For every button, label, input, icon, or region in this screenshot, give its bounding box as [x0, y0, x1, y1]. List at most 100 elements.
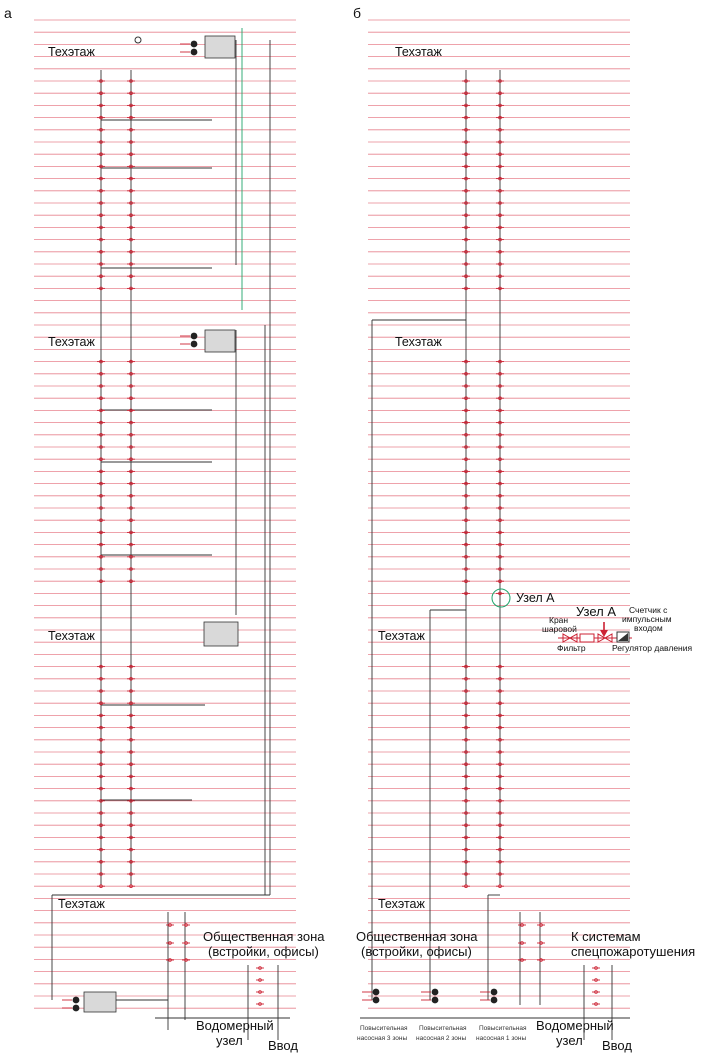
pump-label-2-line2: насосная 2 зоны [416, 1035, 466, 1042]
fitting-mark [99, 798, 103, 803]
fitting-mark [464, 676, 468, 681]
fitting-mark [99, 872, 103, 876]
fitting-mark [99, 762, 103, 766]
fitting-mark [594, 990, 598, 994]
meter-label-b2: узел [556, 1033, 583, 1048]
fitting-mark [539, 958, 543, 962]
pump-symbol [431, 988, 439, 996]
fitting-mark [464, 408, 468, 413]
fitting-mark [168, 941, 172, 945]
fitting-mark [129, 103, 133, 108]
fitting-mark [99, 128, 103, 132]
meter-label-a2: узел [216, 1033, 243, 1048]
pump-symbol [372, 988, 380, 996]
fitting-mark [464, 713, 468, 718]
fitting-mark [99, 408, 103, 413]
fitting-mark [129, 750, 133, 754]
pump-label-3-line1: Повысительная [360, 1025, 408, 1032]
fitting-mark [498, 750, 502, 754]
techfloor-label-b3: Техэтаж [378, 629, 426, 643]
fitting-mark [99, 457, 103, 462]
fitting-mark [129, 213, 133, 218]
public-zone-label-a2: (встройки, офисы) [208, 944, 319, 959]
pump-symbol [190, 48, 198, 56]
fitting-mark [464, 262, 468, 266]
pump-station-a4 [62, 996, 80, 1012]
fitting-mark [129, 676, 133, 681]
meter-detail-label-2: импульсным [622, 614, 672, 624]
fitting-mark [129, 823, 133, 827]
tank-a3 [203, 621, 239, 647]
expansion-vessel [134, 36, 142, 44]
fitting-mark [99, 152, 103, 157]
fitting-mark [258, 1002, 262, 1006]
fitting-mark [129, 286, 133, 291]
fitting-mark [464, 152, 468, 157]
regulator-symbol [597, 633, 607, 643]
fitting-mark [464, 225, 468, 230]
fitting-mark [464, 237, 468, 242]
fitting-mark [99, 140, 103, 144]
fire-label-b1: К системам [571, 929, 641, 944]
fitting-mark [129, 469, 133, 474]
fitting-mark [520, 923, 524, 927]
fitting-mark [129, 262, 133, 266]
fitting-mark [464, 811, 468, 815]
fitting-mark [129, 79, 133, 83]
fitting-mark [99, 725, 103, 730]
node-a-detail: Узел А Кран шаровой Счетчик с импульсным… [542, 604, 692, 653]
panel-b-letter: б [353, 5, 361, 21]
techfloor-label-a4: Техэтаж [58, 897, 106, 911]
fitting-mark [99, 237, 103, 242]
fitting-mark [464, 493, 468, 498]
fitting-mark [129, 164, 133, 169]
fitting-mark [464, 115, 468, 120]
techfloor-label-a2: Техэтаж [48, 335, 96, 349]
fitting-mark [99, 518, 103, 522]
fitting-mark [498, 847, 502, 852]
fitting-mark [464, 664, 468, 669]
fitting-mark [498, 432, 502, 437]
fitting-mark [464, 140, 468, 144]
fitting-mark [464, 274, 468, 279]
fitting-mark [464, 506, 468, 510]
fitting-mark [498, 506, 502, 510]
fitting-mark [464, 542, 468, 547]
fitting-mark [498, 91, 502, 95]
pump-symbol [372, 996, 380, 1004]
pump-symbol [490, 996, 498, 1004]
detail-arrow-head [600, 630, 608, 637]
fitting-mark [99, 542, 103, 547]
tank-a2 [204, 329, 236, 353]
fire-label-b2: спецпожаротушения [571, 944, 695, 959]
pump-symbol [190, 340, 198, 348]
tank-a4 [83, 991, 117, 1013]
fitting-mark [498, 664, 502, 669]
public-zone-label-b1: Общественная зона [356, 929, 478, 944]
fitting-mark [99, 176, 103, 181]
fitting-mark [129, 872, 133, 876]
fitting-mark [498, 859, 502, 864]
ball-valve-label-2: шаровой [542, 624, 577, 634]
fitting-mark [464, 432, 468, 437]
fitting-mark [129, 859, 133, 864]
fitting-mark [498, 115, 502, 120]
pump-label-1-line2: насосная 1 зоны [476, 1035, 526, 1042]
fitting-mark [464, 128, 468, 132]
fitting-mark [129, 189, 133, 193]
pump-station-a1 [180, 40, 198, 56]
fitting-mark [129, 725, 133, 730]
fitting-mark [520, 941, 524, 945]
fitting-mark [464, 103, 468, 108]
fitting-mark [129, 396, 133, 401]
fitting-mark [498, 567, 502, 571]
fitting-mark [99, 445, 103, 449]
fitting-mark [99, 835, 103, 840]
fitting-mark [129, 457, 133, 462]
ball-valve-symbol [562, 633, 572, 643]
fitting-mark [464, 591, 468, 596]
fitting-mark [129, 847, 133, 852]
fitting-mark [99, 371, 103, 376]
fitting-mark [498, 701, 502, 705]
fitting-mark [99, 469, 103, 474]
